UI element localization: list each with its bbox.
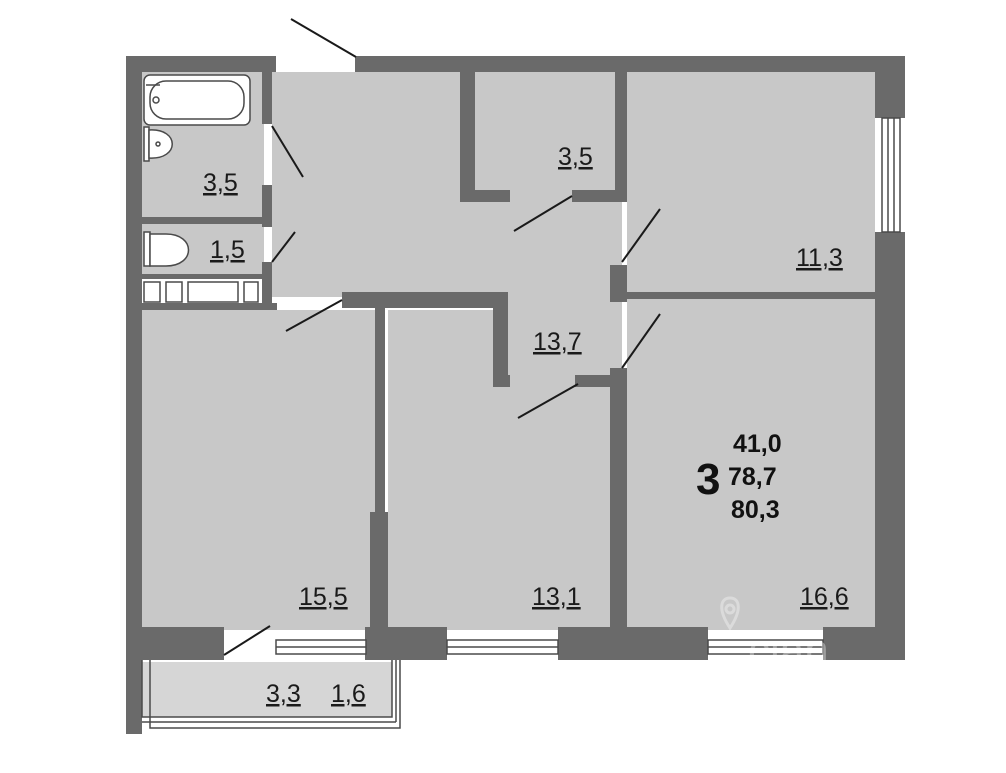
wall-toilet-right [262,262,272,307]
door-bedroom-top-right [621,208,661,263]
location-pin-icon [720,596,740,631]
door-bathroom [271,125,304,178]
shelving-icon [143,281,259,303]
fixtures [143,74,259,303]
wall-left-middle-thick [370,512,388,630]
wall-storage-left [460,72,475,202]
wall-outer-right-top [875,56,905,118]
label-bathroom: 3,5 [203,169,238,197]
balcony-floor [142,662,392,717]
rooms-count: 3 [696,455,720,504]
room-labels: 3,5 1,5 3,5 11,3 13,7 15,5 13,1 16,6 3,3… [203,143,849,708]
bathtub-icon [143,74,251,126]
label-balcony-a: 3,3 [266,680,301,708]
label-toilet: 1,5 [210,236,245,264]
doors [223,18,661,656]
label-room-middle: 13,1 [532,583,581,611]
wall-outer-right-bottom [823,627,905,660]
door-entrance [290,18,357,58]
window-right-top [881,117,901,233]
wall-outer-left [126,56,142,734]
wall-storage-bottom-right [572,190,627,202]
door-room-left [285,299,343,332]
bedroom-top-right-floor [627,72,875,294]
door-storage [513,195,573,232]
sink-icon [143,126,173,162]
wall-bottom-1 [142,627,224,660]
door-room-middle [517,383,579,419]
watermark: cian [720,596,829,675]
wall-bottom-3 [558,627,708,660]
wall-between-right-rooms [627,292,875,299]
wall-bottom-2 [365,627,447,660]
toilet-icon [143,231,190,267]
watermark-text: cian [748,626,829,675]
wall-outer-top-left [126,56,276,72]
wall-hallway-jog [493,292,508,385]
label-storage: 3,5 [558,143,593,171]
wall-room-right-left [610,368,627,630]
total-with-balcony: 80,3 [731,496,780,524]
balcony [141,660,401,729]
wall-hallway-bottom [342,292,508,308]
total-area: 78,7 [728,463,777,491]
room-left-floor [142,310,375,630]
wall-under-toilet [142,303,277,310]
wall-outer-top-right [355,56,905,72]
room-right-floor [627,297,875,630]
wall-outer-right-mid [875,232,905,627]
wall-storage-right [615,72,627,202]
label-balcony-b: 1,6 [331,680,366,708]
floors [142,72,875,717]
wall-middle-top-right [575,375,627,387]
wall-bath-toilet [142,217,272,224]
label-room-left: 15,5 [299,583,348,611]
apartment-summary: 3 41,0 78,7 80,3 [696,430,782,524]
wall-hallway-jog-bottom [493,375,510,387]
living-area: 41,0 [733,430,782,458]
door-balcony [223,625,271,656]
label-bedroom-top-right: 11,3 [796,244,843,272]
door-room-right [621,313,661,369]
wall-bathroom-right-mid [262,185,272,227]
windows [275,117,901,655]
wall-bedroom-left-stub [610,265,627,302]
label-room-right: 16,6 [800,583,849,611]
walls [126,56,905,734]
label-hallway: 13,7 [533,328,582,356]
wall-bathroom-right-top [262,72,272,124]
wall-toilet-bottom [142,274,272,279]
door-toilet [271,231,296,263]
storage-floor [475,72,615,190]
wall-left-middle [375,305,385,630]
wall-storage-bottom-left [460,190,510,202]
